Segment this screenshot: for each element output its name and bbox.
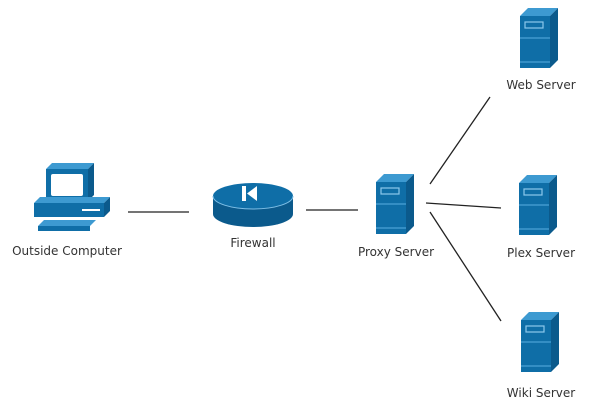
router-firewall-icon[interactable]: [212, 183, 294, 227]
node-label-web-server: Web Server: [506, 78, 576, 92]
node-label-outside-computer: Outside Computer: [12, 244, 122, 258]
server-icon[interactable]: [519, 175, 557, 235]
edge-proxy-server-web-server: [429, 96, 491, 185]
node-label-proxy-server: Proxy Server: [357, 245, 435, 259]
server-icon[interactable]: [520, 8, 558, 68]
node-label-plex-server: Plex Server: [506, 246, 576, 260]
edge-proxy-server-wiki-server: [429, 211, 502, 322]
node-label-firewall: Firewall: [230, 236, 276, 250]
node-label-wiki-server: Wiki Server: [506, 386, 576, 400]
edge-proxy-server-plex-server: [425, 202, 502, 209]
computer-icon[interactable]: [34, 163, 110, 231]
server-icon[interactable]: [376, 174, 414, 234]
server-icon[interactable]: [521, 312, 559, 372]
